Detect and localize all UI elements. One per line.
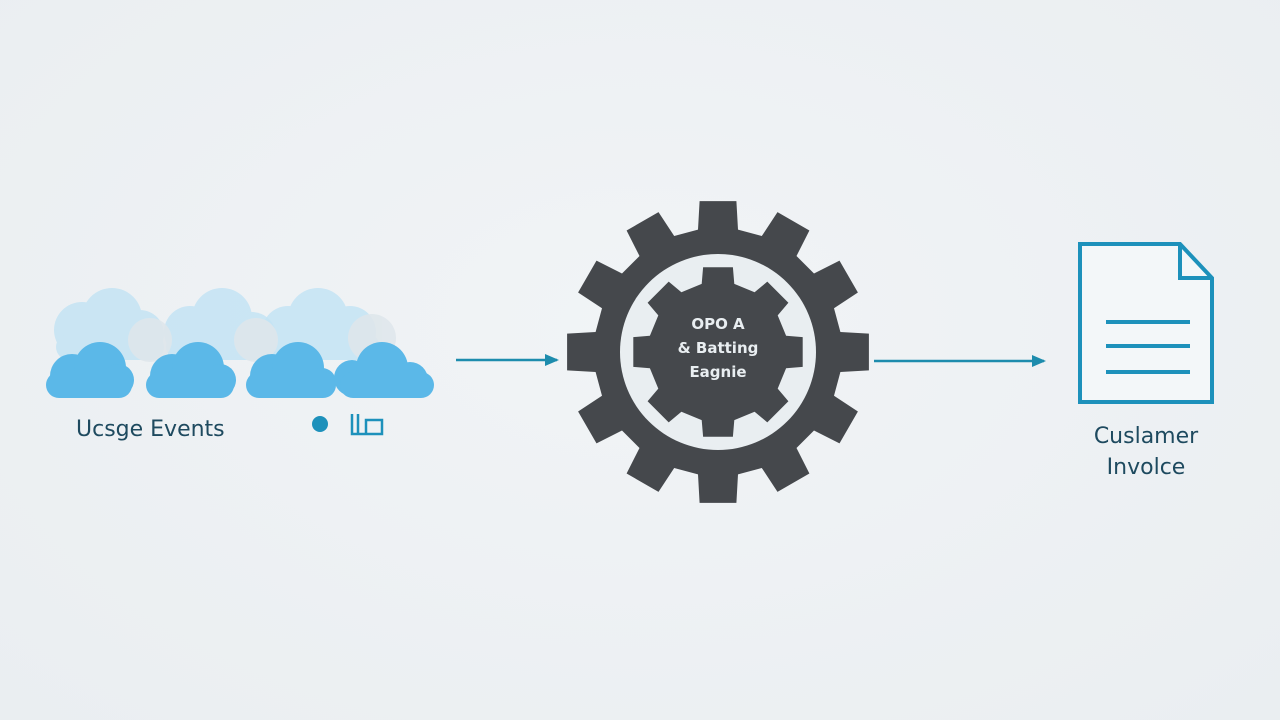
cloud-icon <box>146 342 236 398</box>
cloud-icon <box>334 342 434 398</box>
dot-icon <box>312 416 328 432</box>
usage-events-label: Ucsge Events <box>76 417 225 442</box>
cloud-cluster-icon <box>46 288 434 398</box>
document-icon <box>1078 242 1214 404</box>
inner-gear <box>633 267 803 437</box>
gear-icon <box>567 201 869 503</box>
engine-label-line-3: Eagnie <box>689 363 747 381</box>
customer-invoice-label-line-2: Involce <box>1106 455 1186 480</box>
cloud-icon <box>46 342 134 398</box>
customer-invoice-label-line-1: Cuslamer <box>1093 424 1199 449</box>
cloud-icon <box>246 342 336 398</box>
inner-gear-body <box>633 267 803 437</box>
engine-label-line-1: OPO A <box>691 315 745 333</box>
customer-invoice-label: Cuslamer Involce <box>1060 421 1232 483</box>
engine-label: OPO A & Batting Eagnie <box>650 312 786 384</box>
faded-cloud <box>128 314 396 362</box>
bracket-icon <box>350 414 384 436</box>
engine-label-line-2: & Batting <box>677 339 759 357</box>
